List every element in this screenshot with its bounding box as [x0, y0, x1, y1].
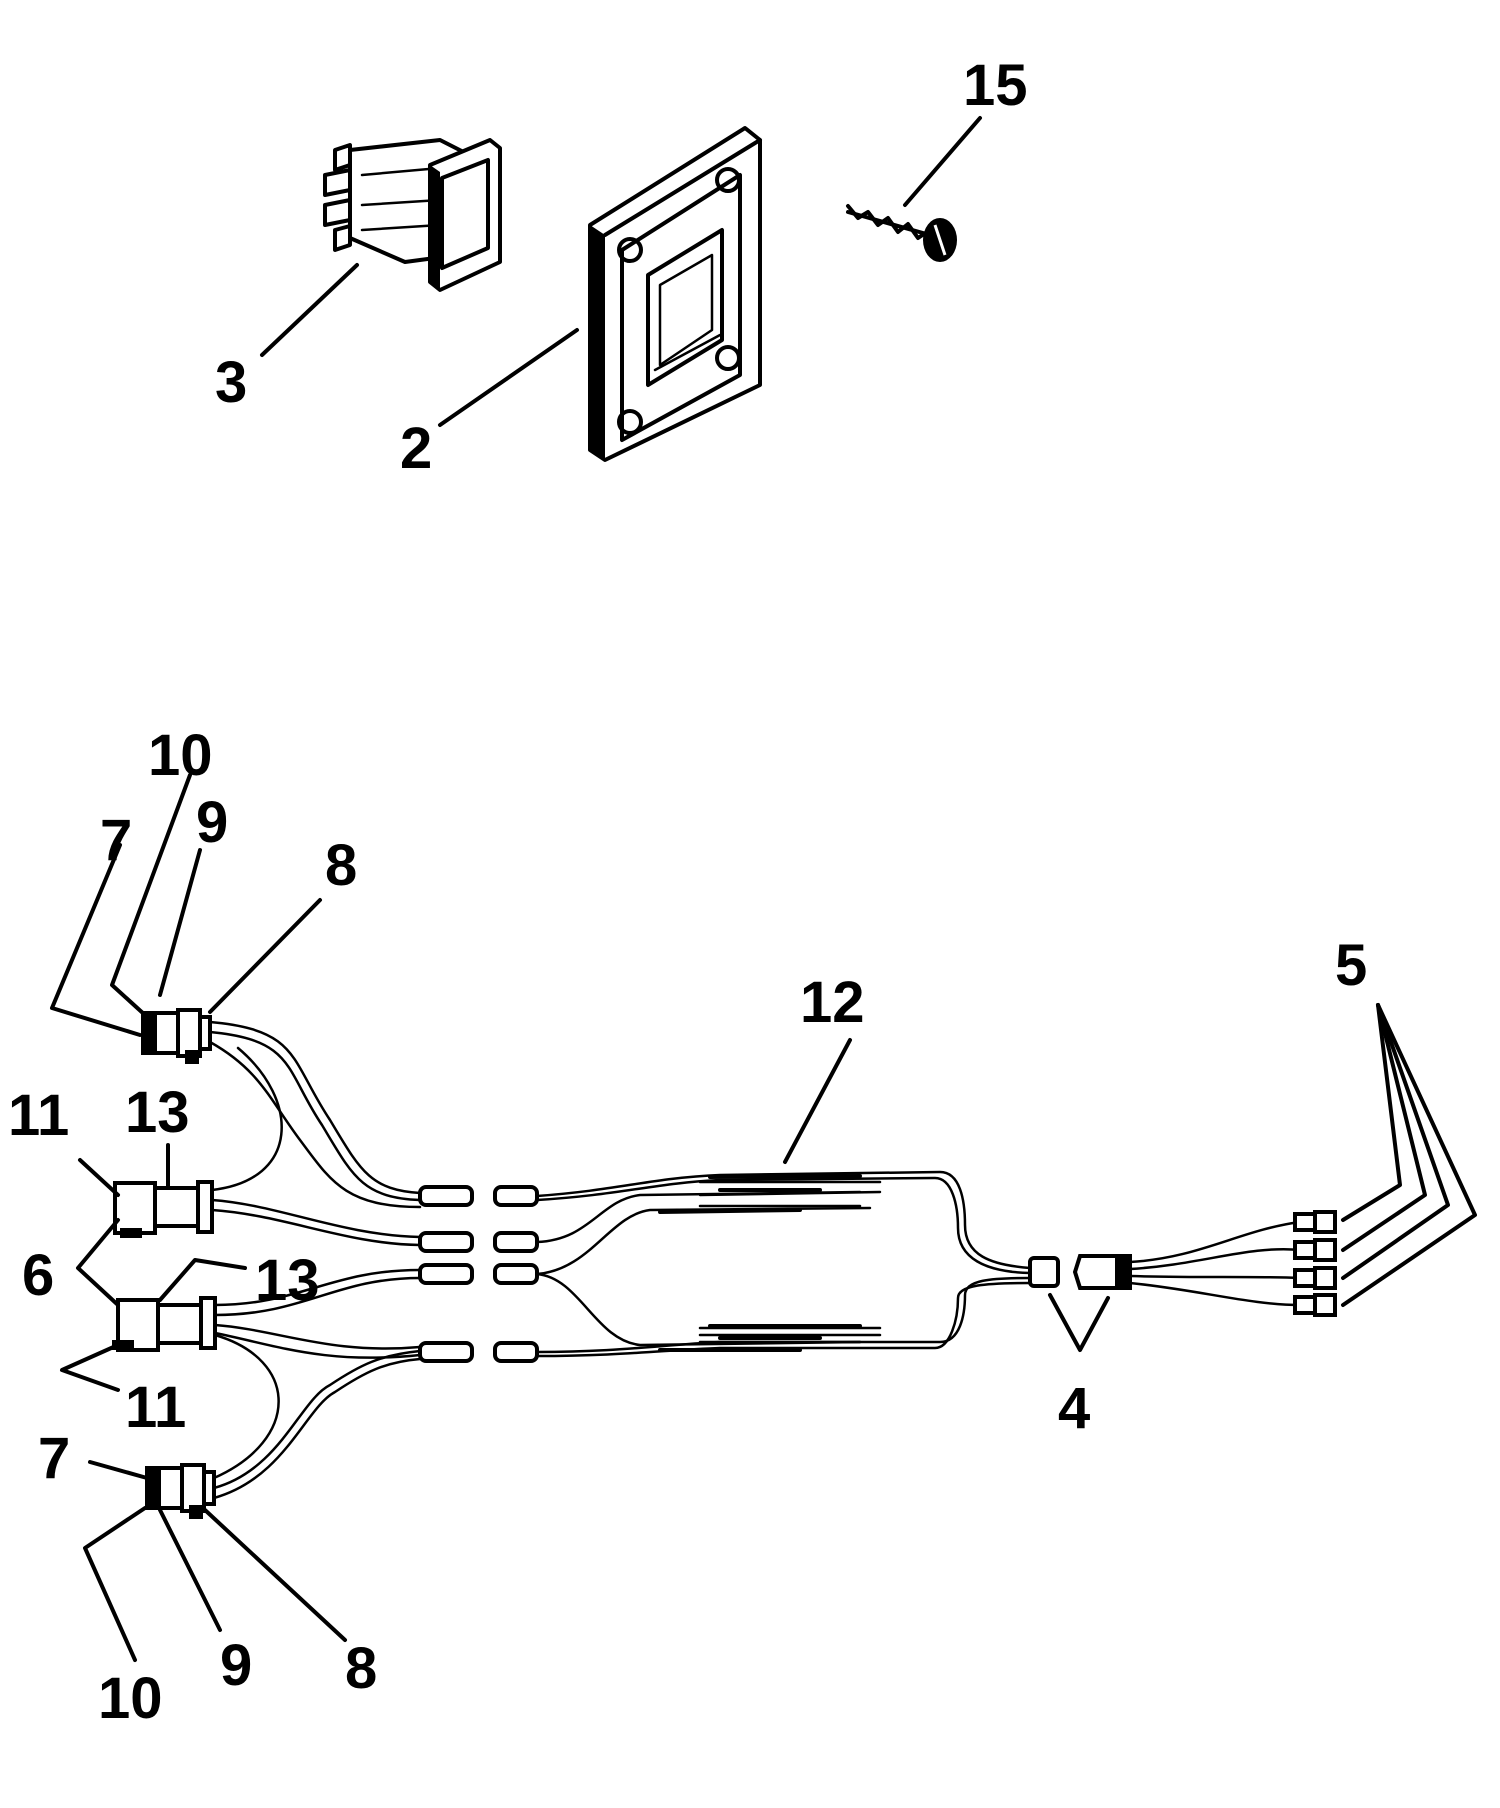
leader-line-3: [260, 263, 359, 357]
callout-4: 4: [1058, 1376, 1090, 1441]
callout-12: 12: [800, 970, 865, 1035]
leader-line-15: [903, 116, 982, 207]
leader-lines: [50, 773, 1477, 1662]
callout-7-bottom: 7: [38, 1426, 70, 1491]
callout-3: 3: [215, 350, 247, 415]
wiring-harness-part: [112, 1008, 1337, 1519]
callout-6: 6: [22, 1243, 54, 1308]
callout-8-top: 8: [325, 833, 357, 898]
callout-7-top: 7: [100, 808, 132, 873]
butt-connectors: [418, 1185, 539, 1363]
callout-5: 5: [1335, 933, 1367, 998]
callout-10-top: 10: [148, 723, 213, 788]
callout-11-lower: 11: [125, 1375, 186, 1440]
callout-13-upper: 13: [125, 1080, 190, 1145]
callout-10-bottom: 10: [98, 1666, 163, 1731]
callout-13-lower: 13: [255, 1248, 320, 1313]
leader-line-2: [438, 328, 579, 427]
callout-15: 15: [963, 53, 1028, 118]
callout-9-bottom: 9: [220, 1633, 252, 1698]
screw-part: [846, 204, 957, 262]
callout-2: 2: [400, 416, 432, 481]
rocker-switch-part: [323, 138, 502, 292]
mounting-plate-part: [588, 126, 762, 462]
callout-9-top: 9: [196, 790, 228, 855]
callout-11-upper: 11: [8, 1083, 69, 1148]
callout-8-bottom: 8: [345, 1636, 377, 1701]
